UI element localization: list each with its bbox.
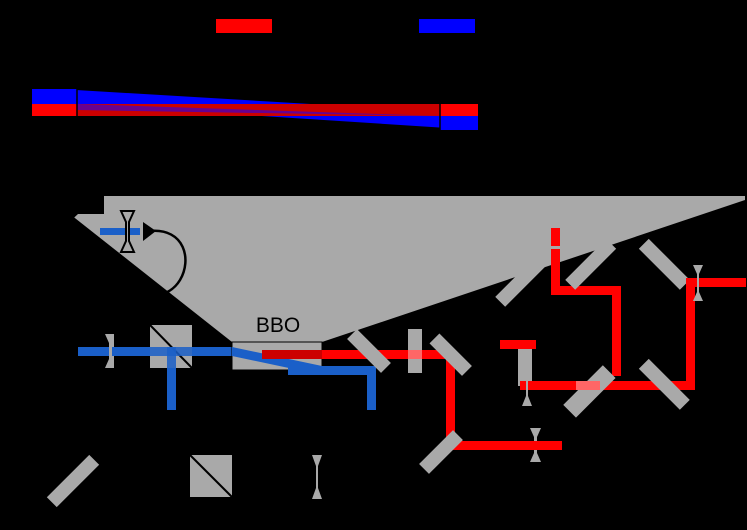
beam-overlap-inset bbox=[32, 88, 478, 131]
callout-notch bbox=[47, 196, 96, 243]
legend-lens-symbol bbox=[312, 455, 322, 499]
mirror-mid-bottom bbox=[563, 365, 616, 418]
pump-beam-input bbox=[78, 347, 112, 356]
mirror-bottom-left bbox=[419, 430, 463, 474]
signal-seg-a bbox=[422, 350, 446, 359]
mirror-upper-left bbox=[495, 257, 545, 307]
red-beam-right-cap bbox=[440, 104, 478, 116]
signal-beam-on-mid-mirror bbox=[576, 381, 600, 390]
signal-seg-plate2 bbox=[514, 340, 536, 349]
bbo-label: BBO bbox=[256, 314, 300, 337]
signal-seg-right-up bbox=[686, 286, 695, 390]
top-right-lens-icon bbox=[693, 265, 703, 301]
callout-notch-edge bbox=[96, 196, 104, 214]
coupler-input-beam bbox=[100, 228, 140, 235]
beamsplitter-diagonal bbox=[149, 324, 193, 369]
signal-seg-mid-down bbox=[612, 286, 621, 376]
filter-plate-2 bbox=[518, 342, 532, 386]
signal-seg-top-left-tip bbox=[551, 228, 560, 244]
signal-seg-bottom bbox=[446, 441, 552, 450]
beam-blend-region bbox=[77, 104, 440, 116]
mid-lens-icon bbox=[522, 366, 532, 406]
mirror-lower-right bbox=[638, 358, 690, 410]
pump-beam-seg2 bbox=[112, 347, 152, 356]
signal-seg-after-bottom-lens bbox=[530, 441, 562, 450]
fiber-tip-icon bbox=[143, 222, 156, 241]
top-left-lens-icon bbox=[539, 242, 573, 253]
legend-blue-swatch bbox=[419, 19, 475, 33]
bbo-magnification-callout bbox=[47, 196, 745, 342]
pump-beam-dump-down bbox=[367, 366, 376, 410]
legend-mirror-symbol bbox=[46, 454, 100, 508]
signal-seg-right-out bbox=[686, 278, 746, 287]
blue-beam-output-block bbox=[440, 114, 478, 130]
signal-beam-in-filter bbox=[408, 350, 422, 359]
signal-beam-network bbox=[419, 228, 746, 474]
input-lens-icon bbox=[105, 334, 114, 368]
blue-beam-input-block bbox=[32, 89, 77, 105]
signal-beam-from-bbo bbox=[262, 350, 442, 359]
dichroic-mirror bbox=[347, 329, 391, 373]
fiber-coupler-assembly bbox=[100, 210, 187, 297]
coupler-lens-icon bbox=[119, 210, 136, 253]
legend-red-swatch bbox=[216, 19, 272, 33]
signal-beam-inside-crystal bbox=[262, 350, 322, 359]
pump-beam-down bbox=[167, 368, 176, 410]
signal-seg-up-left bbox=[551, 233, 560, 293]
symbol-legend-row bbox=[46, 454, 322, 508]
pump-beam-after-bbo bbox=[288, 366, 376, 375]
pump-beam-down-in-cube bbox=[167, 347, 176, 368]
legend-beamsplitter-symbol bbox=[189, 454, 233, 498]
signal-seg-mid-top bbox=[551, 286, 621, 295]
pump-beam-seg3 bbox=[192, 347, 234, 356]
optical-fiber-icon bbox=[132, 229, 187, 297]
signal-seg-down-1 bbox=[446, 350, 455, 450]
signal-seg-plate2b bbox=[500, 340, 522, 349]
mirror-upper-right bbox=[638, 238, 690, 290]
mirror-mid-upper bbox=[565, 238, 617, 290]
red-beam-left-cap bbox=[32, 104, 77, 116]
mirror-turn-1 bbox=[429, 333, 472, 376]
